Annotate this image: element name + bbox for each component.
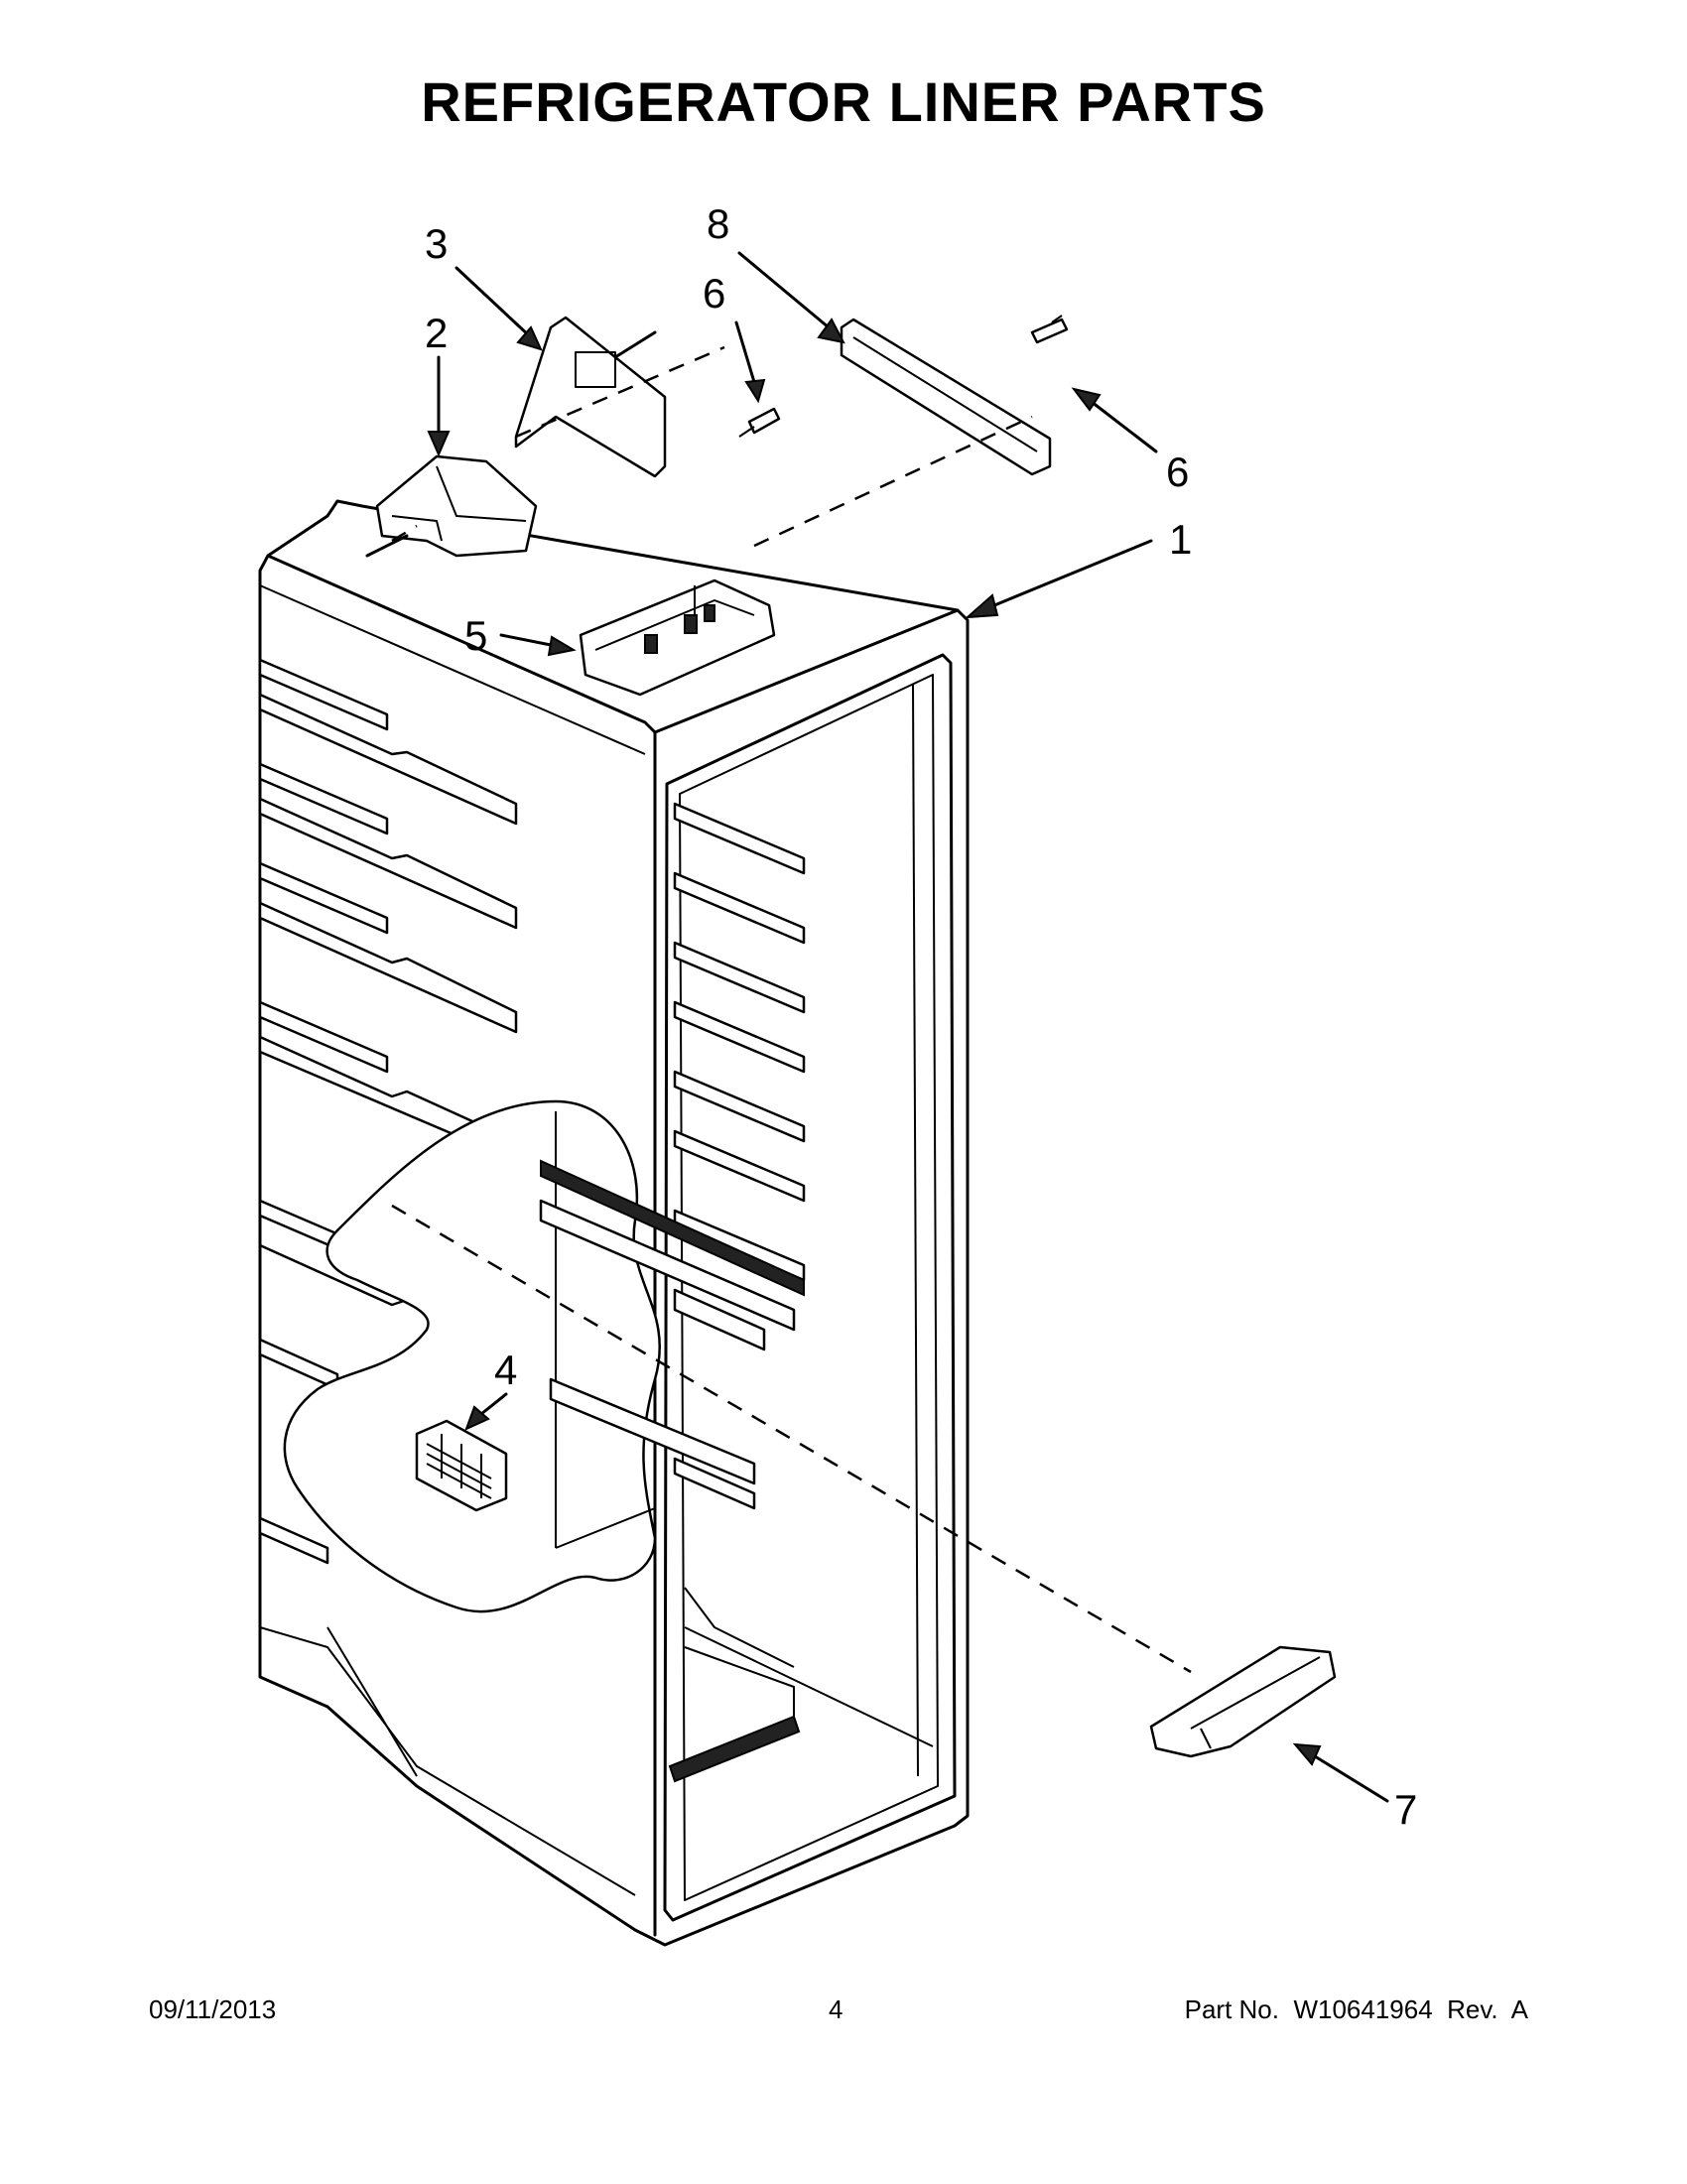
liner-bottom-area — [668, 1587, 934, 1783]
leader-line-4 — [479, 1392, 508, 1416]
left-shelf-rails — [258, 658, 518, 1565]
callout-3: 3 — [425, 220, 448, 267]
leader-line-6-left — [734, 321, 756, 384]
arrowhead-7 — [1292, 1742, 1322, 1766]
part-6-screw-right — [1030, 315, 1069, 344]
callout-6-left: 6 — [703, 270, 725, 317]
leader-line-8 — [737, 251, 831, 329]
part-2-light-housing — [365, 454, 538, 558]
part-5-control-board — [579, 578, 776, 697]
arrowhead-6-right — [1071, 387, 1102, 412]
interior-shelf-rails — [673, 802, 806, 1510]
part-8-trim — [840, 318, 1052, 476]
part-3-bracket — [514, 316, 667, 478]
leader-line-5 — [499, 633, 553, 647]
footer-part-number: Part No. W10641964 Rev. A — [1184, 1994, 1528, 2024]
assembly-guide-lines — [391, 345, 1192, 1674]
part-7-cover — [1149, 1645, 1337, 1758]
callout-5: 5 — [464, 612, 487, 659]
footer-date: 09/11/2013 — [149, 1994, 277, 2024]
callout-8: 8 — [707, 200, 729, 247]
page-title: REFRIGERATOR LINER PARTS — [421, 70, 1266, 133]
arrowhead-3 — [516, 325, 543, 351]
arrowhead-5 — [547, 635, 577, 657]
leader-line-3 — [454, 266, 533, 339]
liner-cutaway — [283, 1099, 805, 1613]
callout-6-right: 6 — [1166, 449, 1189, 495]
callout-4: 4 — [494, 1347, 517, 1393]
leader-line-7 — [1313, 1754, 1389, 1803]
arrowhead-1 — [965, 593, 999, 619]
callout-1: 1 — [1169, 516, 1192, 563]
part-6-screw-left — [738, 407, 781, 438]
leader-line-1 — [980, 539, 1153, 612]
part-4-vent-grille — [415, 1419, 508, 1512]
refrigerator-liner — [258, 499, 970, 1947]
leader-line-6-right — [1090, 400, 1158, 453]
arrowhead-4 — [464, 1405, 490, 1431]
arrowhead-6-left — [744, 378, 766, 404]
arrowhead-8 — [817, 318, 845, 344]
arrowhead-2 — [427, 431, 451, 457]
callout-7: 7 — [1394, 1786, 1417, 1833]
callout-2: 2 — [425, 310, 448, 356]
footer-page-number: 4 — [829, 1994, 844, 2024]
